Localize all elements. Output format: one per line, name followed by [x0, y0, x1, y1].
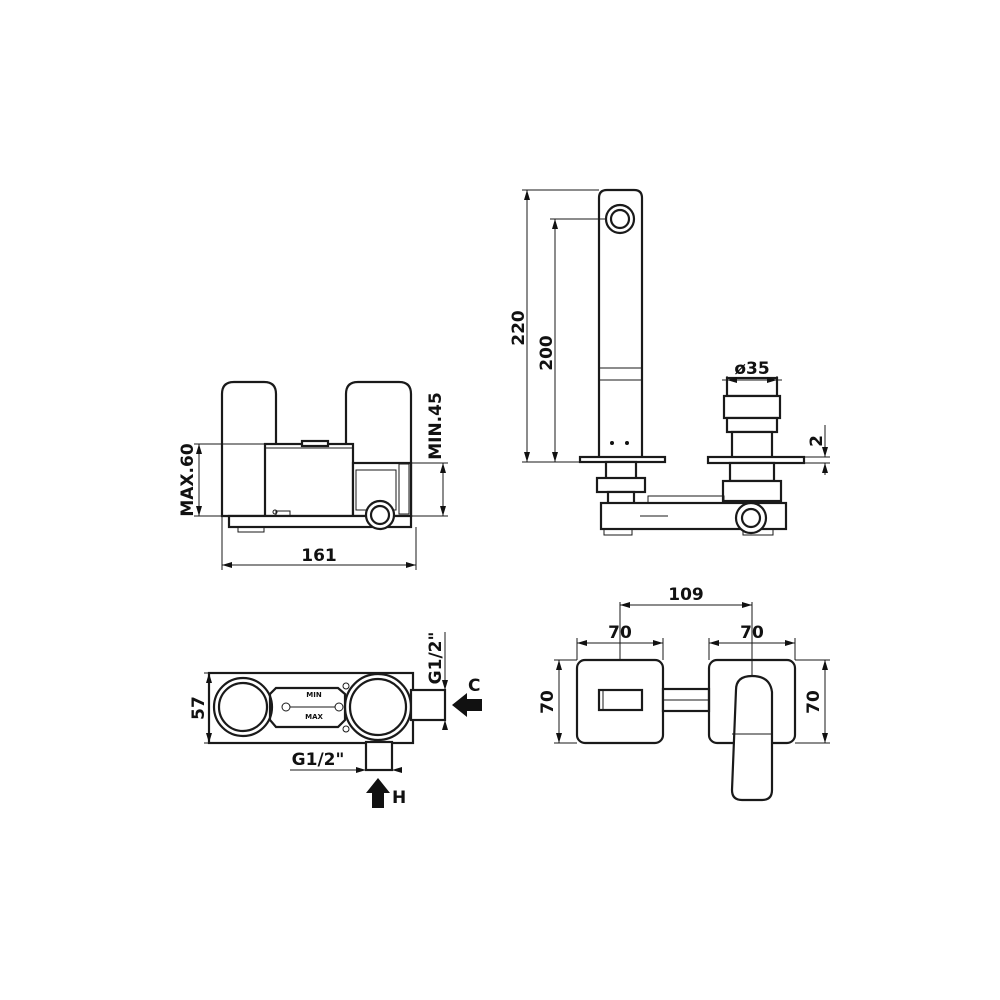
left-plate [575, 658, 665, 745]
dim-max-60: MAX.60 [178, 443, 198, 516]
dim-min-45: MIN.45 [426, 392, 446, 460]
mark-max: MAX [305, 713, 323, 721]
right-bore [343, 672, 413, 742]
box-body [263, 442, 355, 518]
box-base [227, 514, 413, 529]
dim-109: 109 [668, 585, 704, 605]
side-view: 220 200 ø35 2 [509, 188, 830, 536]
box-cap [300, 439, 330, 448]
dim-220: 220 [509, 310, 529, 346]
label-h: H [392, 788, 406, 808]
left-cover-block [220, 380, 278, 518]
center-plate [268, 686, 347, 729]
mark-min: MIN [306, 691, 322, 699]
inlet-h-stub [364, 740, 394, 772]
side-outlet-ring [734, 501, 768, 535]
spout [597, 188, 644, 460]
inlet-h-arrow [366, 778, 390, 808]
right-cover-block [344, 380, 413, 518]
dim-70-height-left: 70 [538, 690, 558, 714]
dim-diameter-35: ø35 [734, 359, 769, 379]
spout-outlet-rect [597, 688, 644, 712]
inlet-c-arrow [452, 693, 482, 717]
dim-200: 200 [537, 335, 557, 371]
inlet-c-stub [409, 688, 447, 722]
thread-c-label: G1/2" [426, 632, 446, 685]
top-view: MIN MAX 57 G1/2" C G1/2" H [189, 632, 482, 808]
dim-57: 57 [189, 696, 209, 720]
dim-70-right: 70 [740, 623, 764, 643]
label-c: C [468, 676, 480, 696]
thread-h-label: G1/2" [292, 750, 345, 770]
dim-70-left: 70 [608, 623, 632, 643]
dim-2: 2 [807, 435, 827, 447]
lever-handle [730, 674, 774, 802]
dim-161: 161 [301, 546, 337, 566]
front-view: 161 MAX.60 MIN.45 [178, 380, 448, 570]
dim-70-height-right: 70 [804, 690, 824, 714]
plan-view: 109 70 70 70 70 [538, 585, 830, 802]
left-bore [212, 676, 274, 738]
